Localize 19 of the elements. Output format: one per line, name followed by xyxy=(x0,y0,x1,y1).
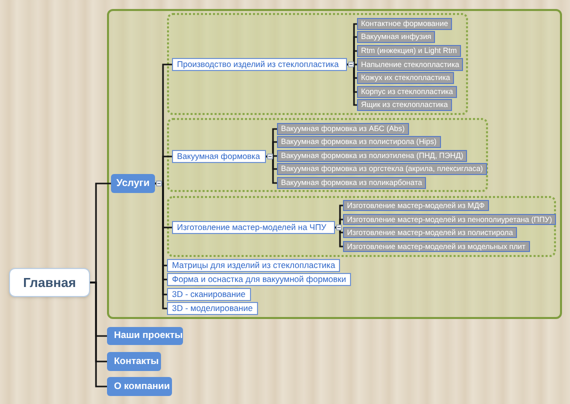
dotted-group-frame xyxy=(167,118,488,192)
menu-topic-card: Контакты xyxy=(107,352,161,371)
subtopic-card: 3D - сканирование xyxy=(167,288,251,301)
dotted-group-frame xyxy=(167,13,468,115)
menu-topic-card: Наши проекты xyxy=(107,327,183,345)
subtopic-card: Изготовление мастер-моделей на ЧПУ xyxy=(172,221,335,234)
subtopic-card: Матрицы для изделий из стеклопластика xyxy=(167,259,340,272)
section-topic-card: Услуги xyxy=(111,174,155,193)
connector-line xyxy=(335,224,343,248)
subtopic-card: Вакуумная формовка xyxy=(172,150,266,163)
subtopic-card: Форма и оснастка для вакуумной формовки xyxy=(167,273,352,286)
connector-line xyxy=(266,154,277,184)
subtopic-card: Производство изделий из стеклопластика xyxy=(172,58,347,71)
central-topic-card: Главная xyxy=(9,268,90,297)
menu-topic-card: О компании xyxy=(107,377,172,396)
subtopic-card: 3D - моделирование xyxy=(167,302,258,315)
connector-line xyxy=(90,282,107,388)
dotted-group-frame xyxy=(167,196,556,257)
boundary-frame xyxy=(107,9,562,319)
